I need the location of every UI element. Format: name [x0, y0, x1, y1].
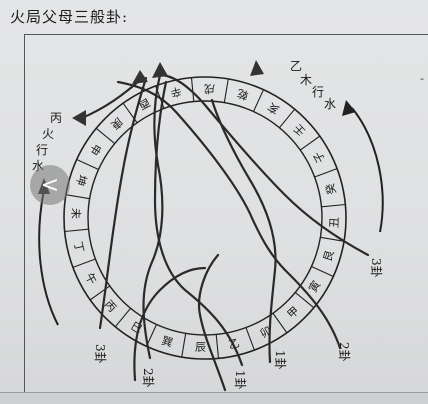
arrowhead-1: [132, 70, 148, 84]
flow-line-3gua-left: [98, 76, 148, 330]
inner-ring: [87, 100, 323, 336]
gua-label-1-b: 1卦: [273, 350, 287, 370]
ring-divider: [245, 327, 255, 351]
gua-label-3-right: 3卦: [369, 258, 383, 278]
ring-divider: [253, 89, 264, 112]
flow-line-2gua-right: [116, 80, 342, 350]
arrowhead-3: [250, 60, 264, 76]
left-side-label: 丙 火 行 水: [32, 111, 62, 173]
right-sweep-arc: [351, 107, 384, 233]
right-label-char-1: 乙: [290, 59, 302, 73]
ring-divider: [215, 334, 220, 359]
flow-lines: [80, 73, 370, 392]
ring-dividers: [64, 77, 346, 359]
page-title: 火局父母三般卦:: [10, 8, 129, 26]
ring-divider: [294, 291, 315, 309]
ring-labels: 卯乙辰巽巳丙午丁未坤申庚酉辛戌乾亥壬子癸丑艮寅甲: [69, 82, 341, 354]
flow-line-1gua-b: [210, 98, 277, 364]
ring-label-15: 乾: [236, 86, 250, 102]
ring-divider: [314, 168, 338, 178]
ring-divider: [89, 285, 111, 301]
ring-divider: [278, 108, 296, 129]
left-label-char-1: 丙: [50, 111, 62, 125]
ring-label-21: 艮: [321, 249, 337, 263]
right-label-char-3: 行: [312, 85, 324, 99]
ring-label-19: 癸: [323, 182, 339, 196]
ring-divider: [95, 127, 116, 145]
flow-line-2gua-left: [142, 73, 164, 360]
arrowhead-4: [72, 110, 86, 126]
flow-line-branch-3: [80, 78, 142, 120]
right-label-char-2: 木: [300, 73, 312, 87]
ring-divider: [72, 258, 96, 268]
ring-label-7: 丁: [71, 240, 86, 254]
outer-arcs: [38, 107, 384, 326]
ring-label-3: 巽: [160, 334, 174, 350]
ring-label-6: 午: [82, 271, 99, 287]
gua-label-2-left: 2卦: [141, 368, 155, 388]
ring-label-14: 戌: [204, 82, 215, 95]
ring-label-22: 寅: [306, 278, 324, 295]
outer-ring: [63, 76, 347, 360]
ring-divider: [114, 307, 132, 328]
ring-label-13: 辛: [169, 84, 183, 100]
ring-divider: [320, 236, 345, 242]
ring-divider: [321, 203, 346, 208]
gua-label-2-right: 2卦: [337, 342, 351, 362]
right-label-char-4: 水: [324, 97, 336, 111]
ring-divider: [223, 78, 229, 103]
ring-label-9: 坤: [73, 173, 90, 188]
arrowhead-2: [152, 62, 168, 78]
right-sweep-arrow: [342, 100, 356, 116]
ring-label-16: 亥: [265, 100, 282, 118]
bottom-strip: [0, 392, 428, 404]
prev-button[interactable]: <: [30, 165, 70, 205]
gua-label-3-left: 3卦: [93, 344, 107, 364]
right-side-label: 乙 木 行 水: [290, 59, 336, 111]
flow-line-branch-2: [198, 253, 227, 392]
gua-label-1-a: 1卦: [233, 370, 247, 390]
ring-divider: [146, 324, 157, 347]
ring-divider: [272, 312, 288, 334]
left-label-char-3: 行: [36, 143, 48, 157]
ring-label-2: 辰: [195, 341, 206, 354]
left-label-char-2: 火: [42, 127, 54, 141]
ring-divider: [299, 135, 321, 151]
ring-divider: [190, 77, 195, 102]
left-sweep-arc: [38, 189, 59, 326]
ring-divider: [65, 194, 90, 200]
ring-label-20: 丑: [328, 217, 341, 228]
ring-label-8: 未: [69, 208, 82, 219]
ring-label-10: 申: [87, 141, 104, 157]
ring-divider: [181, 333, 187, 358]
ring-divider: [311, 266, 334, 277]
flow-line-branch-1: [133, 266, 207, 382]
diagram-frame: [24, 34, 428, 395]
edge-mark: -: [420, 72, 424, 85]
flow-line-1gua-a: [153, 80, 244, 367]
ring-divider: [76, 159, 99, 170]
ring-divider: [64, 228, 89, 233]
chevron-left-icon: <: [40, 172, 60, 198]
ring-label-18: 子: [311, 149, 328, 165]
arrowheads: [72, 60, 264, 126]
ring-label-17: 壬: [291, 121, 308, 138]
ring-label-0: 卯: [258, 324, 274, 341]
flow-line-3gua-right: [158, 73, 370, 257]
ring-label-11: 庚: [108, 115, 126, 133]
ring-label-23: 甲: [285, 304, 302, 321]
